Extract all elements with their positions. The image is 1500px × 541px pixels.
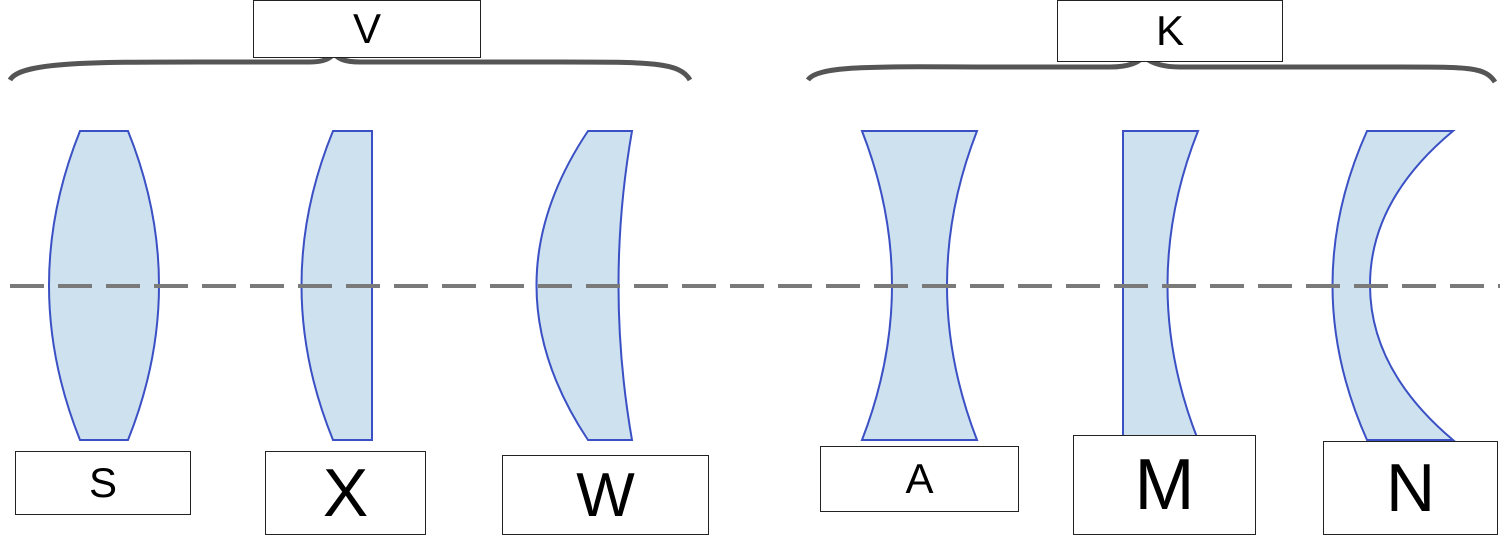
lens-label-biconcave: A xyxy=(820,446,1019,512)
lens-positive-meniscus xyxy=(535,130,634,441)
lens-negative-meniscus xyxy=(1331,130,1456,441)
lens-plano-concave xyxy=(1122,130,1200,441)
group-label-left: V xyxy=(253,0,481,58)
lens-plano-convex xyxy=(300,130,373,441)
lens-biconvex xyxy=(48,130,160,441)
lens-biconcave xyxy=(860,130,979,441)
group-label-right: K xyxy=(1057,0,1283,62)
lens-label-plano-convex: X xyxy=(265,451,426,535)
lens-label-negative-meniscus: N xyxy=(1323,441,1498,535)
lens-label-positive-meniscus: W xyxy=(502,455,709,535)
lens-label-plano-concave: M xyxy=(1073,435,1256,535)
lens-label-biconvex: S xyxy=(15,451,191,515)
